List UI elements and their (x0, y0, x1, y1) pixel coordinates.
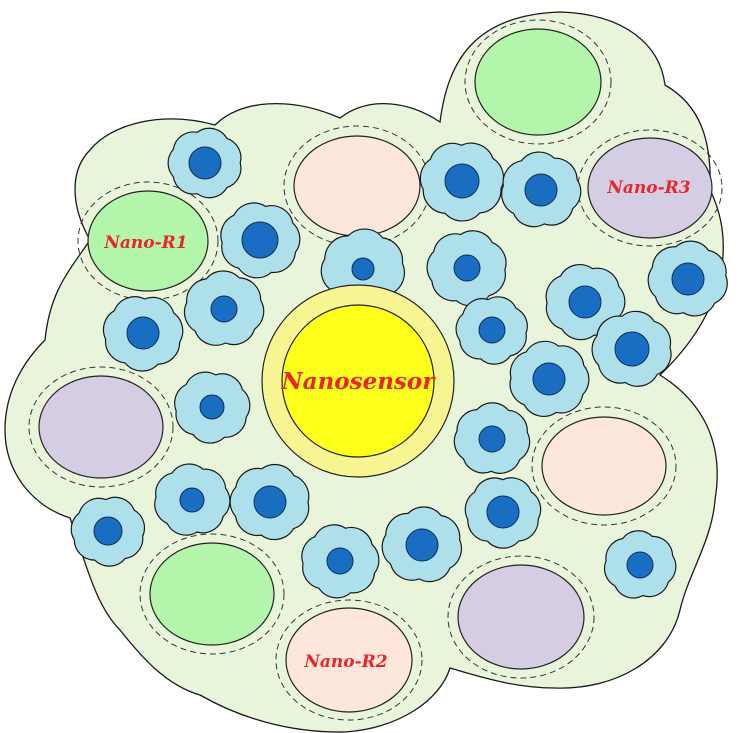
nucleus-icon (210, 295, 238, 323)
nucleus-icon (524, 173, 558, 207)
nanosensor-label: Nanosensor (281, 368, 437, 395)
nucleus-icon (93, 516, 123, 546)
nucleus-icon (405, 528, 439, 562)
nucleus-icon (179, 487, 205, 513)
nanosensor (261, 284, 455, 478)
nucleus-icon (351, 257, 375, 281)
cell-lavender-left (28, 366, 174, 488)
nucleus-icon (532, 362, 566, 396)
nucleus-icon (253, 485, 287, 519)
flower-cells (70, 127, 728, 599)
cell-peach-right (531, 406, 677, 526)
nucleus-icon (188, 146, 222, 180)
nucleus-icon (671, 262, 705, 296)
nucleus-icon (126, 316, 160, 350)
nucleus-icon (444, 163, 480, 199)
cell-green-bottom (139, 533, 285, 655)
nucleus-icon (326, 547, 354, 575)
cell-nano-r2 (275, 599, 423, 721)
nucleus-icon (241, 221, 279, 259)
nucleus-icon (478, 316, 506, 344)
cell-green-top (464, 19, 612, 145)
nano-r3-label: Nano-R3 (606, 178, 690, 198)
nano-r2-label: Nano-R2 (303, 652, 387, 672)
nucleus-icon (614, 331, 650, 367)
nucleus-icon (626, 551, 654, 579)
nano-r1-label: Nano-R1 (103, 233, 187, 253)
nucleus-icon (486, 495, 520, 529)
nucleus-icon (199, 394, 225, 420)
nucleus-icon (453, 254, 481, 282)
cell-lavender-bottom (447, 555, 595, 679)
nucleus-icon (478, 425, 506, 453)
nucleus-icon (568, 285, 602, 319)
